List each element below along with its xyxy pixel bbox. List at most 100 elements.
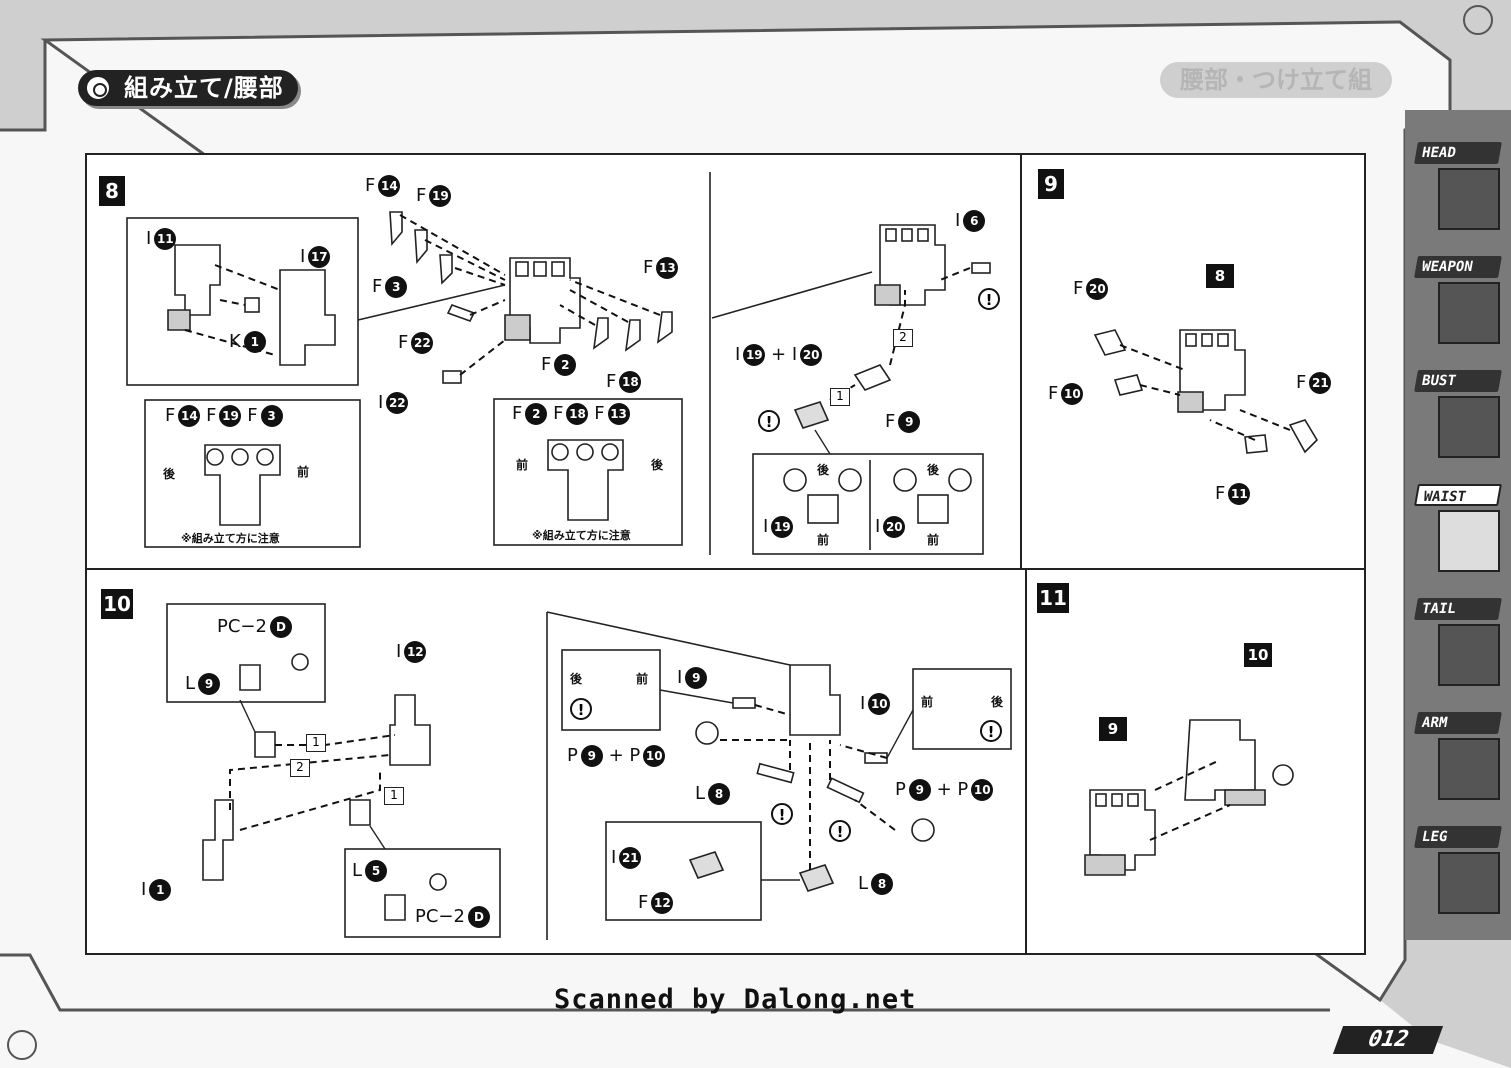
part-number: 9: [908, 779, 931, 801]
part-letter: F: [1048, 383, 1059, 404]
part-letter: I: [875, 516, 881, 537]
direction-label: 前: [516, 458, 529, 472]
part-number: 1: [243, 331, 266, 353]
step-9-badge: 9: [1038, 169, 1064, 199]
sidetab-head[interactable]: HEAD: [1412, 142, 1504, 242]
part-number: 13: [656, 257, 679, 279]
scan-credit: Scanned by Dalong.net: [554, 984, 917, 1015]
part-letter: F: [643, 257, 654, 278]
part-number: 2: [525, 403, 548, 425]
sidetab-leg[interactable]: LEG: [1412, 826, 1504, 926]
part-number: 1: [149, 879, 172, 901]
part-number: 10: [643, 745, 666, 767]
caution-icon: !: [829, 820, 851, 842]
part-letter: F: [372, 276, 383, 297]
caution-icon: !: [771, 803, 793, 825]
part-letter: I: [677, 667, 683, 688]
sidetab-weapon[interactable]: WEAPON: [1412, 256, 1504, 356]
leg-icon: [1438, 852, 1500, 914]
part-letter: I: [611, 847, 617, 868]
gear-icon: [84, 74, 112, 102]
weapon-icon: [1438, 282, 1500, 344]
part-letter: F: [1215, 483, 1226, 504]
part-number: 21: [619, 847, 642, 869]
part-number: 5: [365, 860, 388, 882]
direction-label: 後: [817, 463, 830, 477]
section-title-text: 組み立て/腰部: [124, 74, 284, 102]
waist-icon: [1438, 510, 1500, 572]
caution-icon: !: [978, 288, 1000, 310]
part-letter: L: [695, 783, 706, 804]
part-letter: F: [1296, 372, 1307, 393]
part-number: 12: [404, 641, 427, 663]
part-number: 19: [743, 344, 766, 366]
assembly-note: ※組み立て方に注意: [532, 529, 631, 542]
sidetab-arm[interactable]: ARM: [1412, 712, 1504, 812]
part-number: 10: [1061, 383, 1084, 405]
part-number: 9: [198, 673, 221, 695]
sidetab-tail[interactable]: TAIL: [1412, 598, 1504, 698]
caution-icon: !: [570, 698, 592, 720]
part-number: 13: [607, 403, 630, 425]
part-letter: L: [185, 673, 196, 694]
part-number: 9: [580, 745, 603, 767]
sidetab-waist[interactable]: WAIST: [1412, 484, 1504, 584]
sidetab-bust[interactable]: BUST: [1412, 370, 1504, 470]
subassembly-ref: 10: [1244, 643, 1272, 667]
subassembly-ref: 8: [1206, 264, 1234, 288]
direction-label: 後: [651, 458, 664, 472]
part-letter: K: [229, 331, 241, 352]
part-letter: I: [791, 344, 798, 365]
part-letter: F: [398, 332, 409, 353]
part-letter: F: [553, 403, 564, 424]
plus-sign: +: [771, 344, 787, 365]
part-letter: P: [957, 779, 969, 800]
part-number: 6: [963, 210, 986, 232]
direction-label: 後: [163, 467, 176, 481]
part-number: 18: [619, 371, 642, 393]
part-letter: I: [146, 228, 152, 249]
part-letter: F: [638, 892, 649, 913]
part-letter: L: [858, 873, 869, 894]
part-letter: P: [629, 745, 641, 766]
part-number: D: [467, 906, 490, 928]
direction-label: 前: [297, 465, 310, 479]
part-number: 20: [800, 344, 823, 366]
part-letter: F: [416, 185, 427, 206]
part-name: PC−2: [217, 616, 267, 637]
part-number: 20: [1086, 278, 1109, 300]
part-number: 10: [868, 693, 891, 715]
part-letter: I: [735, 344, 741, 365]
direction-label: 前: [927, 533, 940, 547]
part-number: 19: [429, 185, 452, 207]
part-number: 17: [308, 246, 331, 268]
part-number: 2: [554, 354, 577, 376]
part-number: 18: [566, 403, 589, 425]
part-letter: P: [895, 779, 906, 800]
part-number: 3: [385, 276, 408, 298]
part-letter: I: [300, 246, 306, 267]
part-letter: I: [763, 516, 769, 537]
